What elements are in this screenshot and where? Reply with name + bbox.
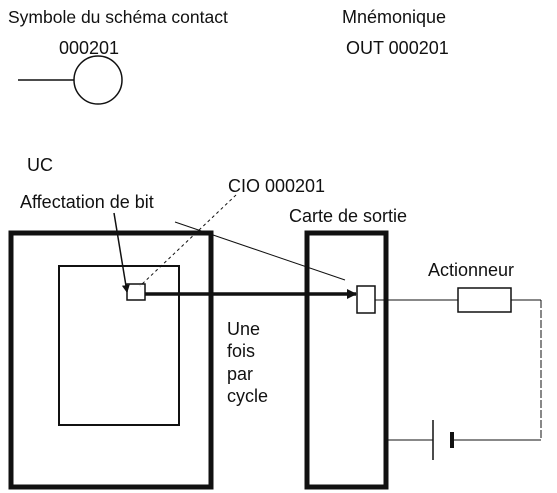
- cio-leader-line: [139, 194, 237, 287]
- bit-assignment-label: Affectation de bit: [20, 192, 154, 212]
- symbol-caption: Symbole du schéma contact: [8, 7, 228, 27]
- bit-cell: [126, 283, 146, 301]
- output-card-label: Carte de sortie: [289, 206, 408, 226]
- actuator-box: [457, 287, 512, 313]
- cpu-unit: [8, 230, 214, 490]
- mnemonic-value: OUT 000201: [346, 38, 449, 58]
- cio-address-label: CIO 000201: [228, 176, 326, 196]
- external-circuit: [375, 287, 542, 460]
- cycle-label-line-4: cycle: [227, 386, 269, 406]
- symbol-address: 000201: [59, 38, 120, 58]
- cycle-label-line-2: fois: [227, 341, 256, 361]
- card-pointer-line: [174, 221, 346, 281]
- cycle-label-line-1: Une: [227, 319, 261, 339]
- mnemonic-caption: Mnémonique: [342, 7, 447, 27]
- output-coil-symbol: [18, 55, 123, 105]
- cpu-label: UC: [27, 155, 53, 175]
- cycle-label-line-3: par: [227, 364, 254, 384]
- bit-assignment-arrow: [113, 212, 130, 293]
- actuator-label: Actionneur: [428, 260, 515, 280]
- output-contact: [356, 285, 376, 314]
